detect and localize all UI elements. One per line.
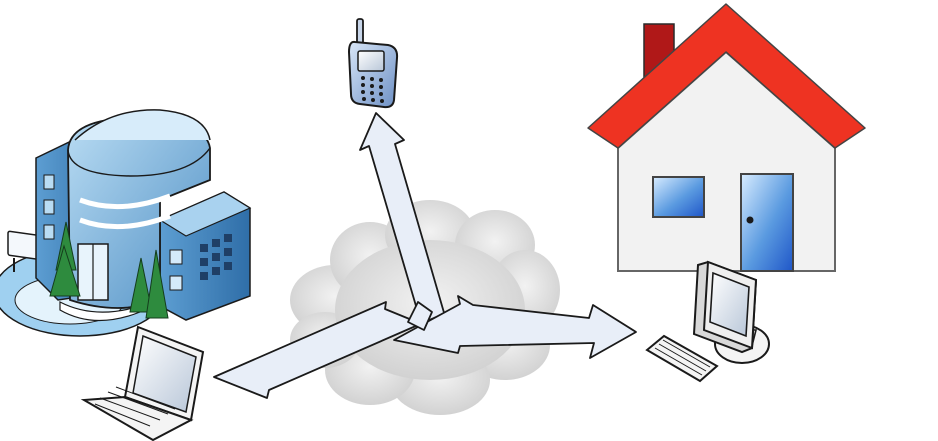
laptop-icon bbox=[80, 325, 205, 441]
arrow-to-laptop bbox=[213, 301, 442, 399]
arrow-to-desktop bbox=[393, 295, 637, 359]
office-building-icon bbox=[0, 109, 252, 337]
mobile-phone-icon bbox=[347, 18, 399, 109]
house-icon bbox=[587, 3, 866, 272]
arrow-to-phone bbox=[359, 112, 448, 324]
arrow-hub bbox=[407, 301, 433, 331]
desktop-computer-icon bbox=[645, 260, 770, 383]
